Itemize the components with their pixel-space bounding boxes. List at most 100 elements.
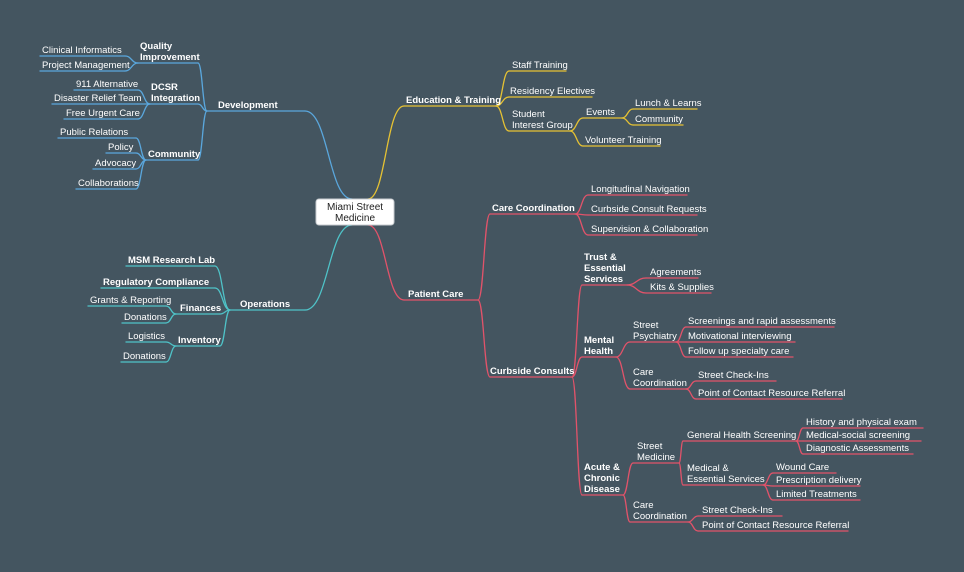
connector [762, 484, 774, 501]
connector [197, 103, 208, 112]
medical-essential-services-node[interactable]: Medical &Essential Services [687, 463, 765, 485]
connector-root-education [367, 105, 405, 200]
care-coordination-node[interactable]: Care Coordination [492, 203, 575, 214]
patient-care-node[interactable]: Patient Care [408, 289, 463, 300]
staff-training-node[interactable]: Staff Training [512, 60, 568, 71]
connector [675, 326, 687, 343]
connector [795, 427, 804, 442]
advocacy-node[interactable]: Advocacy [95, 158, 136, 169]
collaborations-node[interactable]: Collaborations [78, 178, 139, 189]
finances-node[interactable]: Finances [180, 303, 221, 314]
connector [219, 309, 231, 347]
curbside-consult-requests-node[interactable]: Curbside Consult Requests [591, 204, 707, 215]
connector [197, 62, 208, 112]
development-node[interactable]: Development [218, 100, 278, 111]
longitudinal-navigation-node[interactable]: Longitudinal Navigation [591, 184, 690, 195]
clinical-informatics-node[interactable]: Clinical Informatics [42, 45, 122, 56]
connector [678, 440, 684, 464]
connector [615, 356, 631, 390]
inventory-donations-node[interactable]: Donations [123, 351, 166, 362]
connector [495, 105, 510, 132]
regulatory-compliance-node[interactable]: Regulatory Compliance [103, 277, 209, 288]
connector [571, 284, 583, 378]
connector [626, 284, 647, 294]
connector [165, 313, 177, 324]
disaster-relief-team-node[interactable]: Disaster Relief Team [54, 93, 142, 104]
inventory-node[interactable]: Inventory [178, 335, 221, 346]
residency-electives-node[interactable]: Residency Electives [510, 86, 595, 97]
follow-up-specialty-care-node[interactable]: Follow up specialty care [688, 346, 789, 357]
connector [622, 494, 631, 523]
free-urgent-care-node[interactable]: Free Urgent Care [66, 108, 140, 119]
connector [615, 341, 631, 358]
connector [621, 117, 634, 126]
events-node[interactable]: Events [586, 107, 615, 118]
connector [569, 130, 584, 147]
connector-root-operations [304, 224, 353, 311]
msm-research-lab-node[interactable]: MSM Research Lab [128, 255, 215, 266]
lunch-learns-node[interactable]: Lunch & Learns [635, 98, 702, 109]
kits-supplies-node[interactable]: Kits & Supplies [650, 282, 714, 293]
prescription-delivery-node[interactable]: Prescription delivery [776, 475, 862, 486]
volunteer-training-node[interactable]: Volunteer Training [585, 135, 662, 146]
connector [477, 213, 491, 301]
mental-street-check-ins-node[interactable]: Street Check-Ins [698, 370, 769, 381]
connector [621, 108, 634, 119]
history-physical-exam-node[interactable]: History and physical exam [806, 417, 917, 428]
connector [137, 103, 151, 120]
connector-root-patient-care [367, 224, 405, 301]
motivational-interviewing-node[interactable]: Motivational interviewing [688, 331, 792, 342]
finances-donations-node[interactable]: Donations [124, 312, 167, 323]
connector [124, 62, 139, 72]
root-node-box [315, 198, 395, 226]
screenings-rapid-assessments-node[interactable]: Screenings and rapid assessments [688, 316, 836, 327]
medical-social-screening-node[interactable]: Medical-social screening [806, 430, 910, 441]
diagnostic-assessments-node[interactable]: Diagnostic Assessments [806, 443, 909, 454]
grants-reporting-node[interactable]: Grants & Reporting [90, 295, 171, 306]
connector-root-development [304, 110, 353, 200]
wound-care-node[interactable]: Wound Care [776, 462, 829, 473]
connector [678, 462, 684, 486]
alternative-911-node[interactable]: 911 Alternative [76, 79, 138, 90]
connector [675, 341, 687, 358]
operations-node[interactable]: Operations [240, 299, 290, 310]
logistics-node[interactable]: Logistics [128, 331, 165, 342]
connector [685, 380, 697, 390]
acute-street-check-ins-node[interactable]: Street Check-Ins [702, 505, 773, 516]
project-management-node[interactable]: Project Management [42, 60, 130, 71]
public-relations-node[interactable]: Public Relations [60, 127, 128, 138]
connector [569, 117, 584, 132]
education-training-node[interactable]: Education & Training [406, 95, 501, 106]
connector [626, 277, 647, 286]
general-health-screening-node[interactable]: General Health Screening [687, 430, 796, 441]
mental-resource-referral-node[interactable]: Point of Contact Resource Referral [698, 388, 845, 399]
curbside-consults-node[interactable]: Curbside Consults [490, 366, 574, 377]
supervision-collaboration-node[interactable]: Supervision & Collaboration [591, 224, 708, 235]
agreements-node[interactable]: Agreements [650, 267, 701, 278]
limited-treatments-node[interactable]: Limited Treatments [776, 489, 857, 500]
connector [622, 462, 634, 496]
connector [795, 440, 804, 455]
connector [165, 305, 177, 315]
acute-resource-referral-node[interactable]: Point of Contact Resource Referral [702, 520, 849, 531]
community-node[interactable]: Community [148, 149, 201, 160]
events-community-node[interactable]: Community [635, 114, 683, 125]
connector [214, 287, 231, 311]
connector [685, 388, 697, 400]
policy-node[interactable]: Policy [108, 142, 134, 153]
connector [574, 213, 589, 236]
